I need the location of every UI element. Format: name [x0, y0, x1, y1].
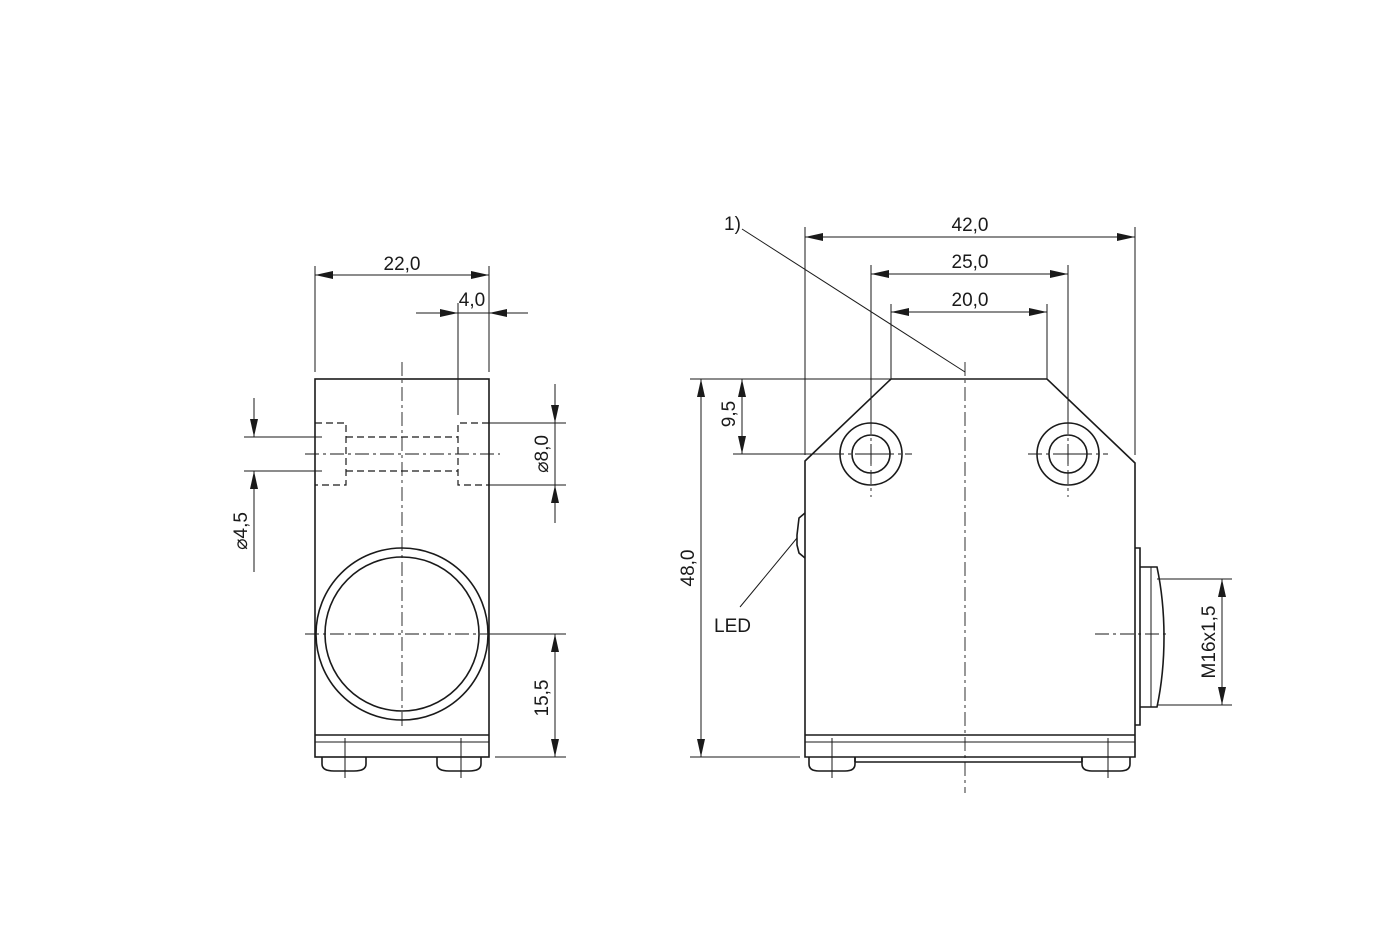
front-foot-right	[1081, 757, 1131, 772]
dim-side-bore-dia: ⌀8,0	[532, 435, 553, 473]
led-window	[796, 512, 806, 559]
dim-side-slot: 4,0	[459, 290, 485, 311]
side-view: 22,0 4,0 ⌀4,5 ⌀8,0 15,5	[231, 254, 566, 778]
dim-side-center-height: 15,5	[532, 680, 553, 717]
side-foot-left	[321, 757, 367, 772]
note-leader-line	[741, 228, 966, 373]
connector-nut	[1140, 566, 1165, 708]
dim-front-outer-spacing: 25,0	[952, 252, 989, 273]
led-leader-line	[739, 537, 798, 608]
front-view: 42,0 25,0 20,0 9,5 48,0 M16x1,	[678, 214, 1232, 793]
dim-front-width: 42,0	[952, 215, 989, 236]
side-counterbore-left	[315, 422, 347, 486]
side-foot-right	[436, 757, 482, 772]
dim-side-hole-dia: ⌀4,5	[231, 512, 252, 550]
side-body-outline	[314, 378, 490, 758]
dim-front-hole-offset: 9,5	[719, 401, 740, 427]
dim-front-height: 48,0	[678, 550, 699, 587]
front-body-outline	[804, 378, 1136, 758]
dim-side-width: 22,0	[384, 254, 421, 275]
note-reference: 1)	[724, 214, 741, 235]
dim-front-inner-spacing: 20,0	[952, 290, 989, 311]
connector-flange	[1135, 547, 1141, 726]
dim-connector-thread: M16x1,5	[1199, 606, 1220, 679]
led-label: LED	[714, 616, 751, 637]
